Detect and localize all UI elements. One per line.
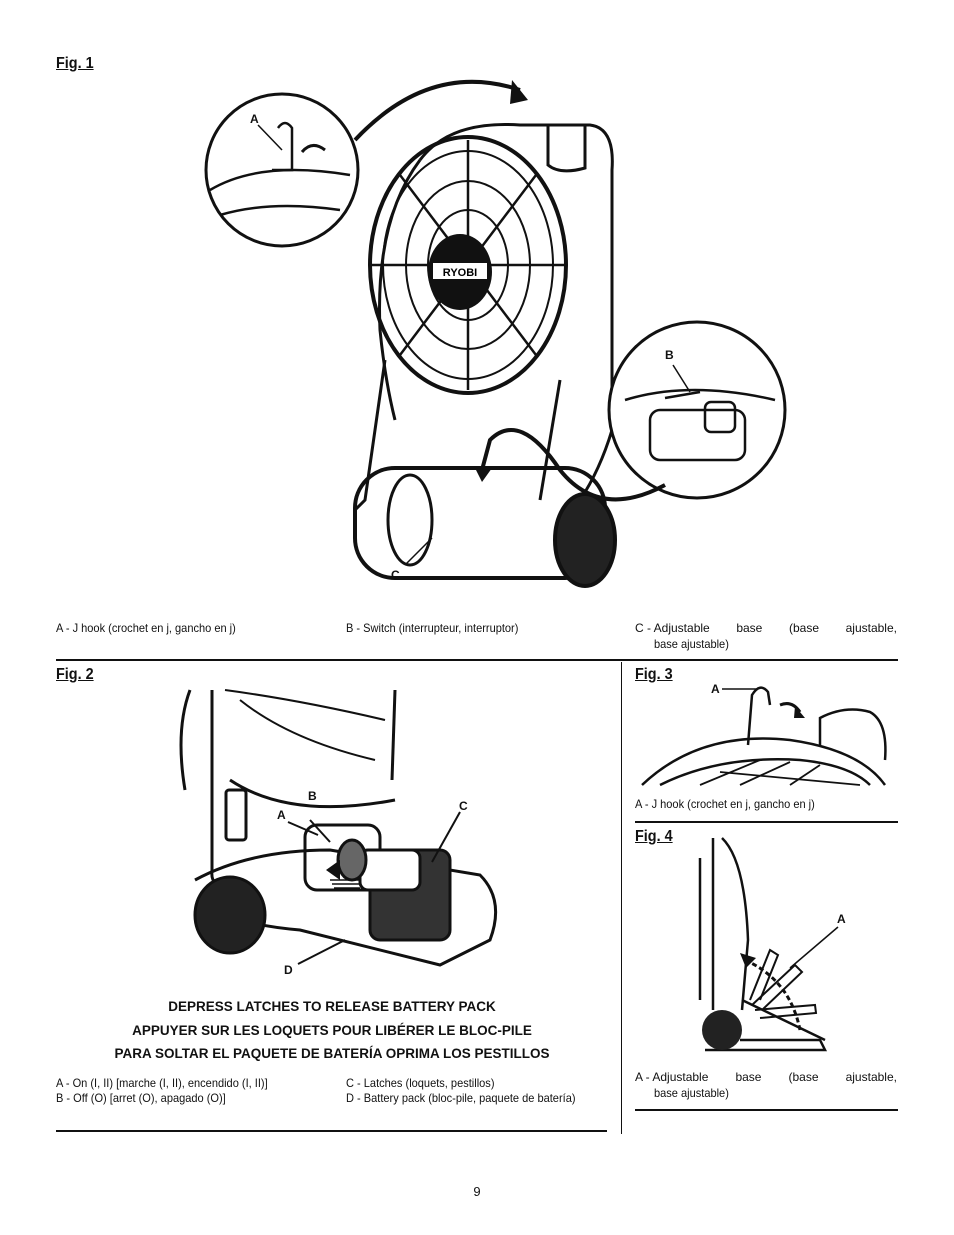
fig2-caption-b: B - Off (O) [arret (O), apagado (O)] — [56, 1091, 226, 1105]
fig4-caption: A - Adjustable base (base ajustable, — [635, 1070, 897, 1084]
fig2-label-b: B — [308, 789, 317, 803]
fig2-label-a: A — [277, 808, 286, 822]
fig4-caption-cont: base ajustable) — [654, 1086, 729, 1100]
fig2-caption-c: C - Latches (loquets, pestillos) — [346, 1076, 495, 1090]
fig1-caption-a: A - J hook (crochet en j, gancho en j) — [56, 621, 236, 635]
fig1-caption-c-cont: base ajustable) — [654, 637, 729, 651]
warning-es: PARA SOLTAR EL PAQUETE DE BATERÍA OPRIMA… — [114, 1046, 550, 1061]
fig4-label-a: A — [837, 912, 846, 926]
page-number: 9 — [473, 1184, 481, 1199]
fig2-title: Fig. 2 — [56, 666, 94, 683]
divider-fig2-bottom — [56, 1130, 607, 1132]
warning-en: DEPRESS LATCHES TO RELEASE BATTERY PACK — [168, 999, 496, 1014]
fig1-label-c: C — [391, 568, 400, 582]
ryobi-logo-text: RYOBI — [443, 267, 477, 279]
fig1-label-b: B — [665, 348, 674, 362]
vertical-divider — [621, 662, 622, 1134]
fig2-label-d: D — [284, 963, 293, 977]
divider-top — [56, 659, 898, 661]
fig4-title: Fig. 4 — [635, 828, 673, 845]
divider-fig4-bottom — [635, 1109, 898, 1111]
fig3-caption: A - J hook (crochet en j, gancho en j) — [635, 797, 815, 811]
fig2-label-c: C — [459, 799, 468, 813]
fig1-caption-c: C - Adjustable base (base ajustable, — [635, 621, 897, 635]
fig3-title: Fig. 3 — [635, 666, 673, 683]
fig2-caption-a: A - On (I, II) [marche (I, II), encendid… — [56, 1076, 268, 1090]
fig1-title: Fig. 1 — [56, 55, 94, 72]
fig1-label-a: A — [250, 112, 259, 126]
fig1-caption-b: B - Switch (interrupteur, interruptor) — [346, 621, 519, 635]
fig2-caption-d: D - Battery pack (bloc-pile, paquete de … — [346, 1091, 576, 1105]
fig1-illustration: RYOBI — [204, 79, 787, 588]
warning-fr: APPUYER SUR LES LOQUETS POUR LIBÉRER LE … — [132, 1023, 532, 1038]
fig3-label-a: A — [711, 682, 720, 696]
divider-fig3-bottom — [635, 821, 898, 823]
